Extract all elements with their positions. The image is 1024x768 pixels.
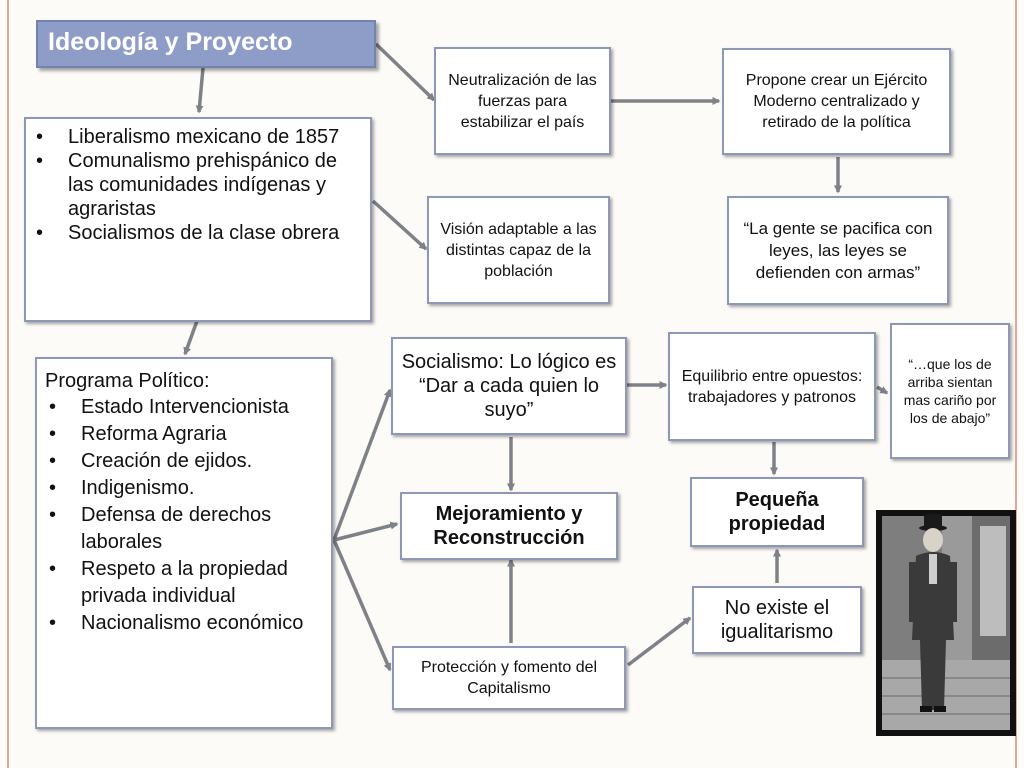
node-ejercito-text: Propone crear un Ejército Moderno centra… (745, 72, 928, 131)
arrow-proteccion-to-no-existe (626, 616, 692, 667)
diagram-title-text: Ideología y Proyecto (48, 28, 293, 56)
portrait-photo-icon (882, 514, 1010, 730)
node-no-existe: No existe el igualitarismo (692, 586, 862, 654)
node-socialismo-text: Socialismo: Lo lógico es “Dar a cada qui… (401, 351, 617, 421)
arrow-ideology-to-program (183, 320, 199, 356)
ideology-item: Socialismos de la clase obrera (32, 221, 364, 245)
node-vision-text: Visión adaptable a las distintas capaz d… (440, 220, 597, 280)
program-item: Nacionalismo económico (45, 610, 327, 637)
node-equilibrio: Equilibrio entre opuestos: trabajadores … (668, 332, 876, 441)
node-equilibrio-text: Equilibrio entre opuestos: trabajadores … (681, 367, 863, 406)
portrait-photo (876, 510, 1016, 736)
arrow-ideology-to-vision (371, 199, 428, 251)
arrow-title-to-neutralizacion (374, 42, 436, 102)
ideology-item: Liberalismo mexicano de 1857 (32, 125, 364, 149)
arrow-program-to-socialismo (332, 388, 392, 541)
node-neutralizacion-text: Neutralización de las fuerzas para estab… (448, 71, 597, 131)
program-list: Estado Intervencionista Reforma Agraria … (45, 394, 327, 637)
right-edge-line (1015, 0, 1017, 768)
program-item: Respeto a la propiedad privada individua… (45, 556, 327, 610)
program-heading: Programa Político: (45, 370, 210, 392)
node-mejoramiento: Mejoramiento y Reconstrucción (400, 492, 618, 560)
node-pequena-text: Pequeña propiedad (728, 489, 826, 535)
node-arriba: “…que los de arriba sientan mas cariño p… (890, 323, 1010, 459)
node-pequena: Pequeña propiedad (690, 477, 864, 547)
ideology-list-box: Liberalismo mexicano de 1857 Comunalismo… (24, 117, 372, 322)
left-edge-line (7, 0, 9, 768)
diagram-title: Ideología y Proyecto (36, 20, 376, 68)
ideology-item: Comunalismo prehispánico de las comunida… (32, 149, 364, 221)
node-socialismo: Socialismo: Lo lógico es “Dar a cada qui… (391, 337, 627, 435)
node-no-existe-text: No existe el igualitarismo (720, 597, 834, 643)
node-gente: “La gente se pacifica con leyes, las ley… (727, 196, 949, 305)
program-item: Reforma Agraria (45, 421, 327, 448)
program-item: Indigenismo. (45, 475, 327, 502)
program-box: Programa Político: Estado Intervencionis… (35, 357, 333, 729)
node-neutralizacion: Neutralización de las fuerzas para estab… (434, 47, 611, 155)
arrow-title-to-ideology (195, 67, 205, 114)
program-item: Creación de ejidos. (45, 448, 327, 475)
node-ejercito: Propone crear un Ejército Moderno centra… (722, 48, 951, 155)
program-item: Estado Intervencionista (45, 394, 327, 421)
arrow-program-to-mejoramiento (333, 521, 399, 542)
node-arriba-text: “…que los de arriba sientan mas cariño p… (903, 356, 997, 426)
node-proteccion: Protección y fomento del Capitalismo (392, 646, 626, 710)
node-mejoramiento-text: Mejoramiento y Reconstrucción (433, 503, 585, 549)
node-vision: Visión adaptable a las distintas capaz d… (427, 196, 610, 304)
ideology-list: Liberalismo mexicano de 1857 Comunalismo… (32, 125, 364, 245)
arrow-equilibrio-to-arriba (876, 385, 889, 395)
program-item: Defensa de derechos laborales (45, 502, 327, 556)
arrow-program-to-proteccion (332, 539, 392, 672)
node-gente-text: “La gente se pacifica con leyes, las ley… (743, 218, 933, 282)
node-proteccion-text: Protección y fomento del Capitalismo (420, 659, 598, 697)
